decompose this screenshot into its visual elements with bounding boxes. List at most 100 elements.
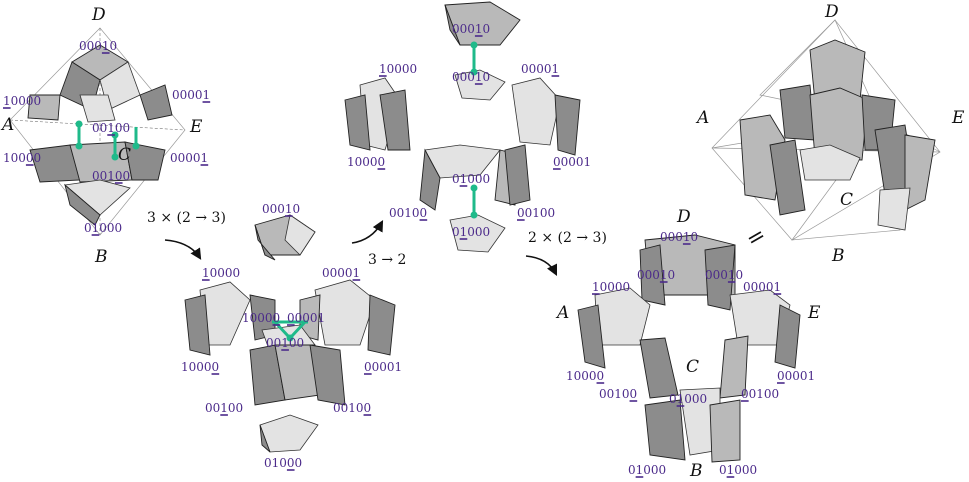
code-label: 00100 — [599, 387, 637, 401]
p3-bond-dot — [470, 41, 478, 49]
code-label: 10000 — [347, 155, 385, 169]
code-label: 01000 — [628, 463, 666, 477]
p4-vertex-C: C — [686, 357, 699, 377]
p1-bond-dot — [111, 153, 119, 161]
p2-octa-right — [367, 294, 396, 356]
code-label: 00010 — [262, 202, 300, 216]
code-label: 00001 — [521, 62, 559, 76]
p1-octa-low — [124, 141, 166, 181]
code-label: 01000 — [452, 225, 490, 239]
arrow-2 — [351, 220, 384, 244]
p4-octa-top — [639, 244, 666, 306]
p4-octa-right2 — [719, 335, 749, 399]
operation-label-2: 3 → 2 — [368, 252, 406, 268]
p1-vertex-A: A — [0, 115, 14, 135]
p4-vertex-B: B — [689, 461, 703, 481]
p4-codes: 00010 00010 00010 10000 00001 10000 0000… — [566, 230, 815, 477]
code-label: 00100 — [92, 121, 130, 135]
p1-bond-dot — [75, 142, 83, 150]
p4-vertex-D: D — [676, 207, 691, 227]
code-label: 10000 — [592, 280, 630, 294]
code-label: 10000 — [3, 151, 41, 165]
code-label: 01000 — [452, 172, 490, 186]
p4-vertex-A: A — [555, 303, 569, 323]
p3-bond-dot — [470, 211, 478, 219]
code-label: 10000 — [3, 94, 41, 108]
p1-vertex-D: D — [91, 5, 106, 25]
p1-vertex-B: B — [94, 247, 108, 267]
code-label: 00001 — [743, 280, 781, 294]
p2-octa-bottom — [259, 414, 319, 453]
p3-octa-center — [419, 148, 441, 211]
p1-vertex-E: E — [189, 117, 203, 137]
code-label: 00001 — [364, 360, 402, 374]
p4-octa-left2 — [639, 337, 679, 399]
p2-codes: 00010 10000 00001 10000 00001 00100 1000… — [181, 202, 402, 470]
p3-bond-dot — [470, 68, 478, 76]
p3-octa-top — [444, 4, 461, 46]
p2-octa-top — [254, 224, 276, 261]
p5-octa-right — [877, 187, 911, 231]
p5-octa — [809, 39, 866, 103]
code-label: 00010 — [79, 39, 117, 53]
code-label: 10000 — [202, 266, 240, 280]
code-label: 10000 — [181, 360, 219, 374]
p1-octa-right — [139, 84, 173, 121]
p2-octa-lower — [309, 344, 346, 406]
p2-bond — [289, 320, 307, 339]
panel-2: 00010 10000 00001 10000 00001 00100 1000… — [181, 202, 402, 470]
code-label: 10000 — [242, 311, 280, 325]
operation-label-1: 3 × (2 → 3) — [147, 210, 226, 226]
code-label: 00001 — [322, 266, 360, 280]
equals-sign: = — [742, 222, 770, 253]
p2-octa-left — [184, 294, 211, 356]
p5-octa — [799, 144, 861, 181]
p2-octa-right — [314, 279, 376, 346]
p1-vertex-C: C — [118, 145, 131, 165]
code-label: 00010 — [637, 268, 675, 282]
arrow-1 — [164, 239, 202, 260]
p5-octa-right — [904, 134, 936, 211]
code-label: 01000 — [669, 392, 707, 406]
code-label: 01000 — [84, 221, 122, 235]
operation-label-3: 2 × (2 → 3) — [528, 230, 607, 246]
p5-vertex-B: B — [831, 246, 845, 266]
p1-bond-dot — [75, 120, 83, 128]
p2-octa-top — [284, 214, 316, 256]
arrow-3 — [525, 255, 558, 277]
p3-octa-left2 — [379, 89, 411, 151]
p5-vertex-C: C — [840, 190, 853, 210]
code-underlines — [3, 35, 785, 478]
p5-vertex-A: A — [695, 108, 709, 128]
p4-octa-left — [577, 304, 606, 369]
code-label: 00100 — [333, 401, 371, 415]
p5-octa-left — [769, 139, 806, 216]
panel-1: D A E C B 00010 10000 00001 00100 10000 … — [0, 5, 210, 267]
panel-5: D A E C B — [695, 2, 965, 266]
code-label: 00100 — [266, 336, 304, 350]
p4-vertex-E: E — [807, 303, 821, 323]
p3-octa-right — [554, 94, 581, 156]
code-label: 00100 — [517, 206, 555, 220]
code-label: 00010 — [705, 268, 743, 282]
p3-bond-dot — [470, 184, 478, 192]
code-label: 00001 — [172, 88, 210, 102]
p1-equator — [9, 119, 186, 131]
p1-octa-left — [27, 94, 61, 121]
code-label: 00001 — [287, 311, 325, 325]
p5-octa — [779, 84, 816, 141]
p2-bond-dot — [286, 334, 294, 342]
p1-codes: 00010 10000 00001 00100 10000 00001 0010… — [3, 39, 210, 235]
p3-codes: 00010 00010 10000 00001 10000 00001 0100… — [347, 22, 591, 239]
p1-octa-bottom — [64, 183, 101, 226]
p5-vertex-D: D — [824, 2, 839, 22]
code-label: 01000 — [719, 463, 757, 477]
p1-bond-dot — [132, 142, 140, 150]
code-label: 00100 — [205, 401, 243, 415]
p4-octa-bottom — [709, 399, 741, 463]
p3-octa-right — [511, 77, 561, 146]
code-label: 00010 — [452, 22, 490, 36]
panel-3: 00010 00010 10000 00001 10000 00001 0100… — [344, 1, 591, 253]
p4-octa-top — [704, 244, 736, 311]
